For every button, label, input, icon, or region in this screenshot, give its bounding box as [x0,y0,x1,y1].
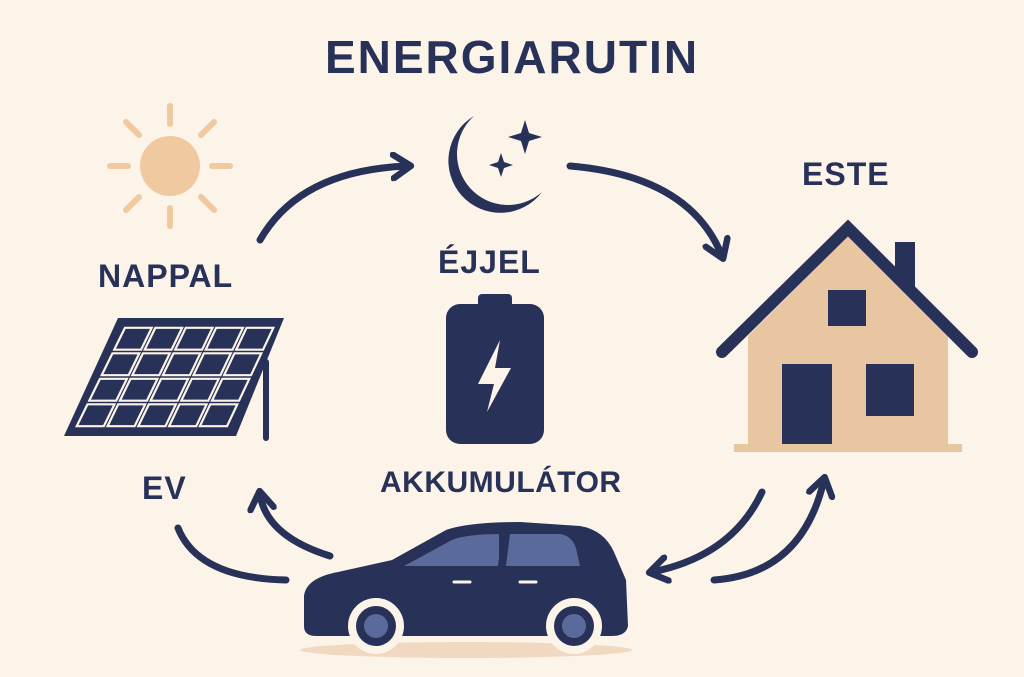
solar-panel-icon [64,318,284,441]
label-ev: EV [142,470,187,506]
moon-stars-icon [448,116,542,213]
solar-cell [148,377,190,402]
solar-cell [130,352,172,377]
solar-cell [198,403,240,428]
arrow-car-to-panel [260,494,334,560]
solar-cell [161,352,203,377]
arrow-ev-to-car [174,524,290,584]
solar-cell [191,352,233,377]
label-evening: ESTE [802,156,890,192]
house-icon [716,219,978,452]
arrow-house-to-car [652,488,766,572]
label-battery: AKKUMULÁTOR [380,466,622,499]
car-icon [300,522,632,658]
solar-cell [87,377,129,402]
solar-cell [142,326,184,351]
label-day: NAPPAL [98,258,234,294]
solar-cell [99,352,142,377]
arrow-day-to-night [256,166,408,244]
arrow-car-to-house [710,480,824,584]
battery-icon [446,294,544,444]
solar-cell [105,403,147,428]
diagram-title: ENERGIARUTIN [324,31,700,83]
solar-cell [210,377,252,402]
solar-cell [179,377,221,402]
solar-cell [112,326,154,351]
solar-cell [118,377,160,402]
solar-cell [136,403,178,428]
solar-cell [173,326,215,351]
solar-cell [234,326,276,351]
sun-icon [107,103,233,229]
solar-cell [203,326,245,351]
solar-cell [74,403,117,428]
solar-cell [222,352,264,377]
solar-cell [167,403,209,428]
arrow-night-to-evening [566,162,722,256]
label-night: ÉJJEL [438,244,541,280]
